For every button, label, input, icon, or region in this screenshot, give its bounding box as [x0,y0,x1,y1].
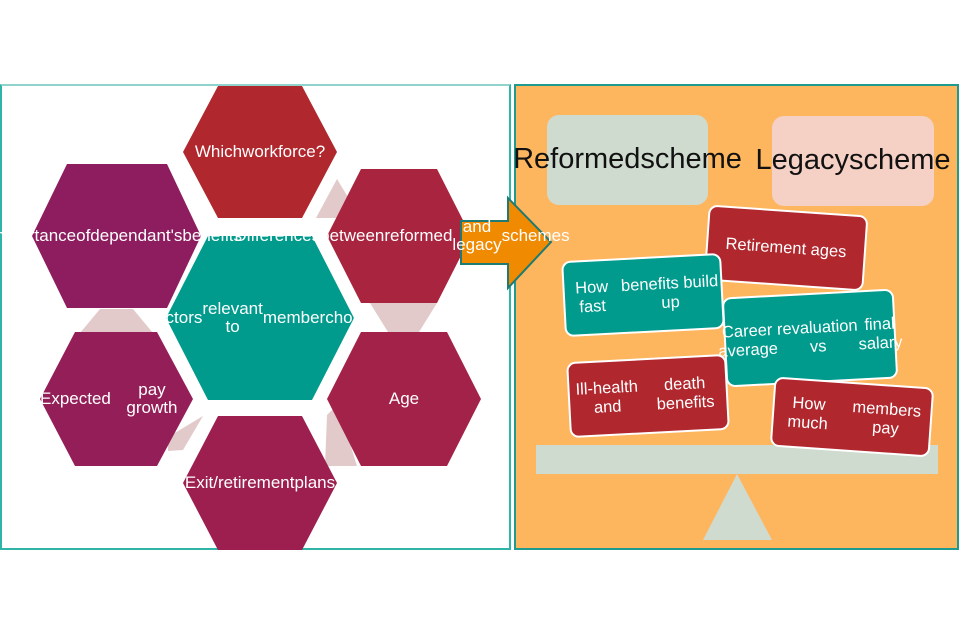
label-line: final salary [858,314,904,354]
hexagon-dependants-benefits [32,164,201,308]
balance-fulcrum [703,474,772,540]
card-label: Retirement ages [725,234,847,261]
card-retirement-ages: Retirement ages [703,204,869,292]
label-line: Legacy [755,144,849,177]
card-label: How fast benefits build up [564,272,722,318]
label-line: Career average [717,321,779,361]
label-line: of [76,226,91,246]
label-line: dependant's [90,226,183,246]
label-line: reformed [384,226,453,246]
card-ill-health: Ill-health and death benefits [566,353,730,439]
label-line: death benefits [656,374,715,414]
card-how-fast: How fast benefits build up [561,252,725,338]
label-line: Importance [0,226,77,246]
label-line: Exit/ [184,473,218,493]
label-line: Ill-health and [575,377,639,417]
label-line: benefits build up [620,272,719,313]
label-line: Expected [40,389,111,409]
connector-exit-growth [168,416,203,451]
label-line: member [262,308,326,328]
label-line: Which [194,142,243,162]
label-line: pay growth [126,380,178,417]
label-line: How fast [574,277,609,317]
label-line: members pay [851,398,922,439]
card-label: Ill-health and death benefits [569,373,727,419]
label-line: Age [388,389,420,409]
hexagon-expected-pay-growth [40,332,193,466]
hexagon-age [327,332,481,466]
connector-differences-age [370,303,437,332]
label-line: Differences [234,226,321,246]
label-line: Factors [145,308,203,328]
label-line: choice [325,308,375,328]
label-line: retirement [217,473,295,493]
label-line: Reformed [513,143,641,176]
label-line: plans [294,473,336,493]
hexagon-center-factors [166,236,354,400]
label-line: workforce? [242,142,326,162]
label-line: schemes [501,226,570,246]
label-line: scheme [848,144,951,177]
label-line: between [320,226,385,246]
label-line: benefits [182,226,242,246]
label-line: relevant to [202,299,263,336]
label-line: Retirement ages [725,234,848,261]
hex-label-expected-pay-growth: Expected pay growth [40,332,193,466]
connector-growth-dependants [80,309,153,333]
label-line: and legacy [452,217,502,254]
arrow-right-icon [460,195,553,291]
hexagon-which-workforce [183,86,337,218]
hexagon-exit-retirement [183,416,337,550]
hex-label-age: Age [327,332,481,466]
label-line: revaluation vs [776,316,859,356]
label-line: How much [786,393,829,434]
label-line: scheme [640,143,742,176]
hexagon-differences [327,169,471,303]
card-label: How much members pay [773,393,931,442]
card-how-much: How much members pay [769,376,935,458]
